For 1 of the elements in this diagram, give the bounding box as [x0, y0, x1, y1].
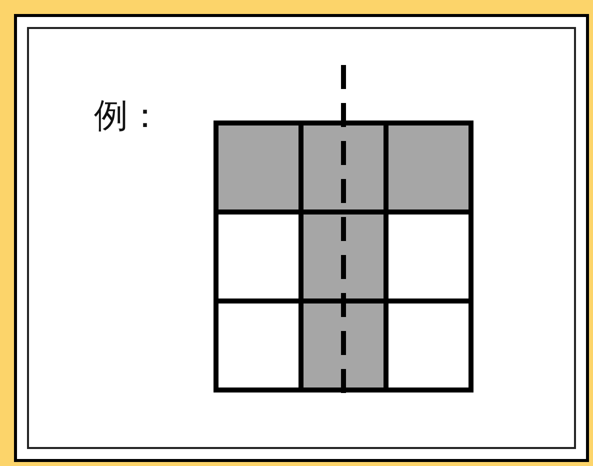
example-label: 例： [94, 96, 162, 137]
